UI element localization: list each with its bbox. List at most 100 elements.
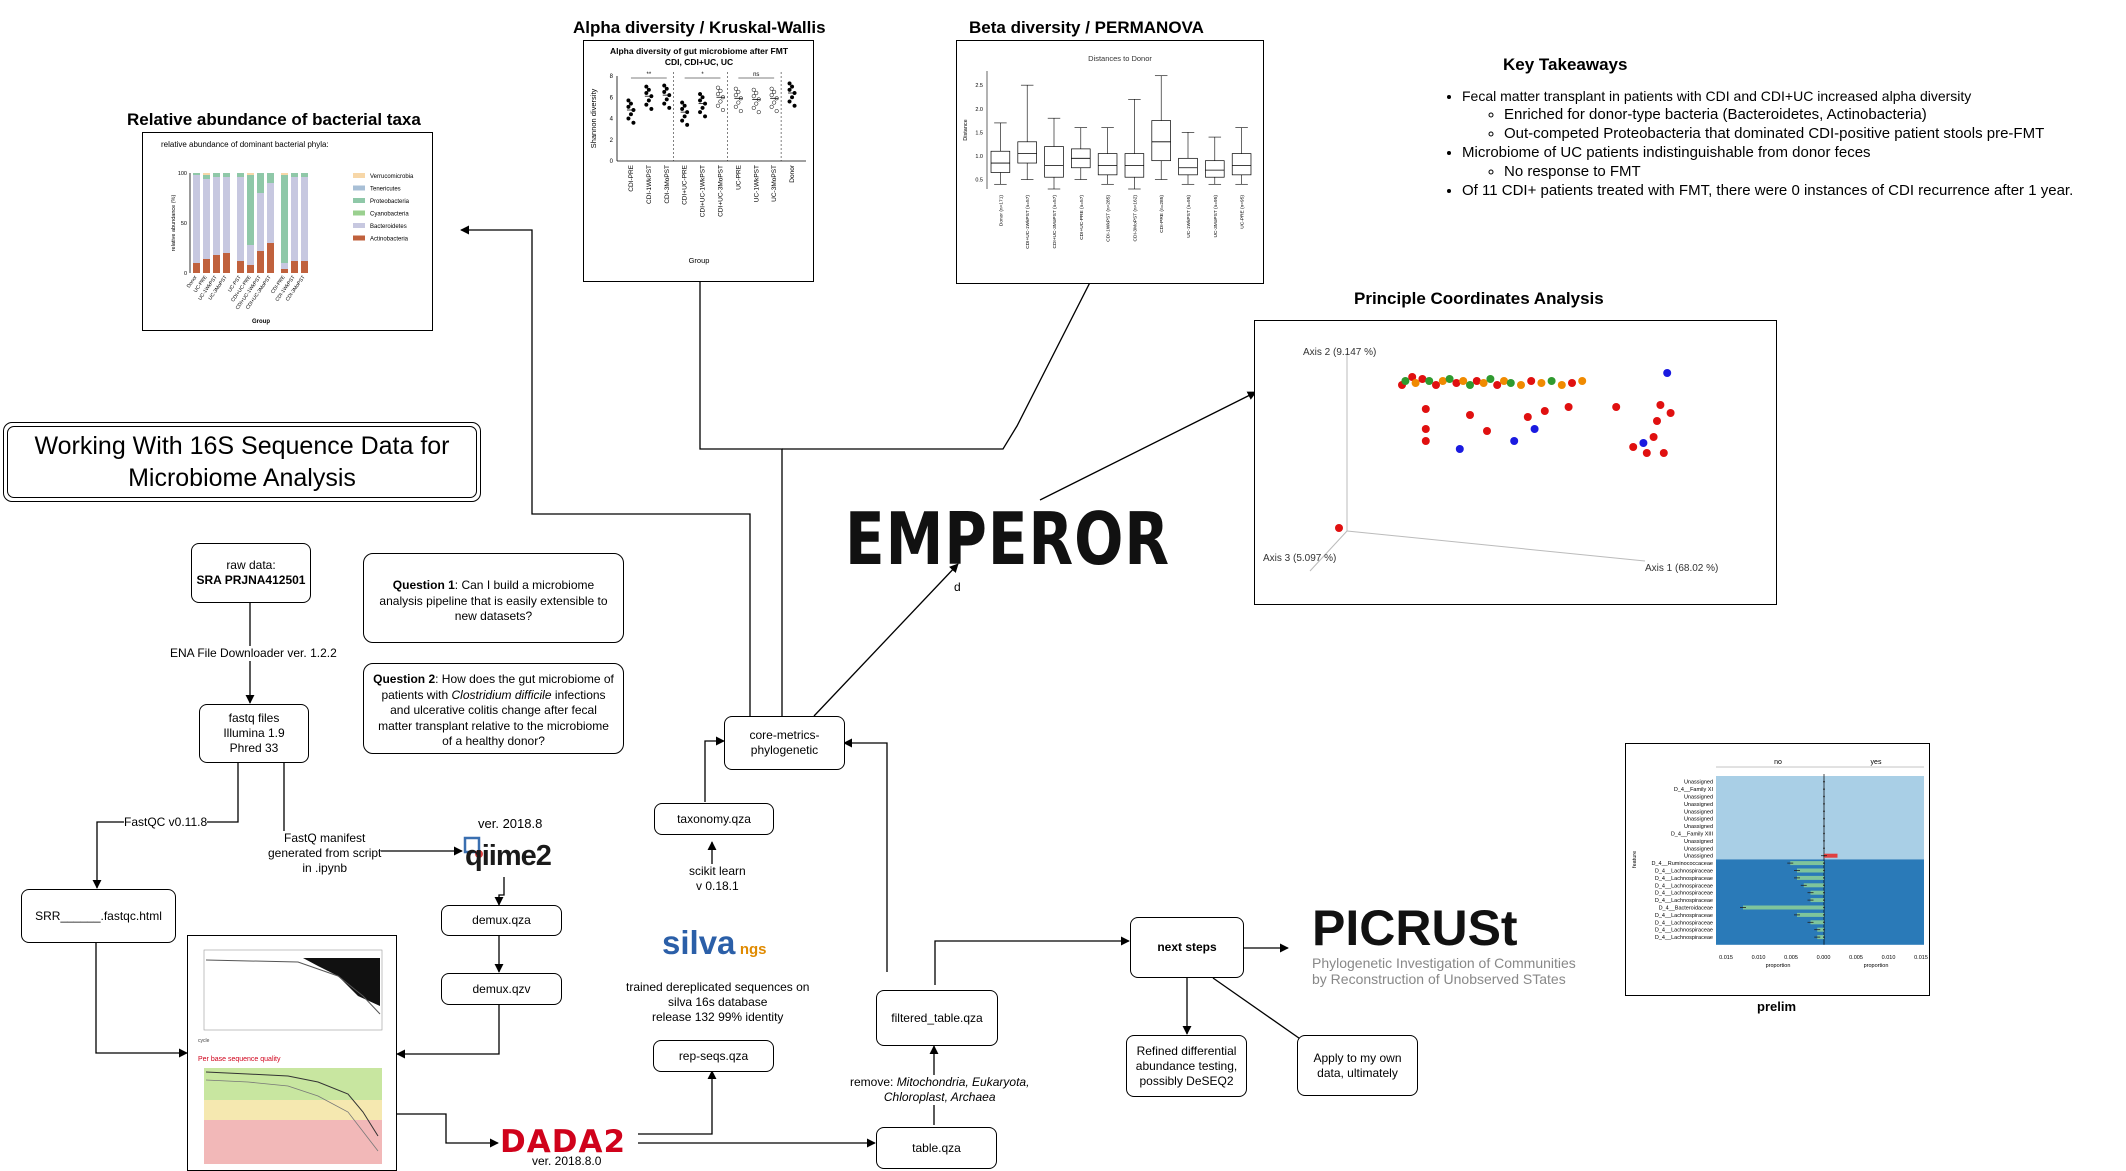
pcoa-axis2-label: Axis 2 (9.147 %) [1303, 347, 1376, 358]
alpha-ytick: 4 [610, 117, 614, 123]
prelim-point [1823, 906, 1825, 909]
pcoa-point [1438, 377, 1447, 385]
alpha-point [720, 107, 725, 113]
alpha-point [751, 94, 756, 99]
next-steps-node[interactable]: next steps [1130, 917, 1244, 978]
rel-bar-seg [267, 243, 274, 273]
raw-data-node[interactable]: raw data: SRA PRJNA412501 [191, 543, 311, 603]
demux-qza-node[interactable]: demux.qza [441, 905, 562, 936]
table-node[interactable]: table.qza [876, 1127, 997, 1169]
rep-seqs-node[interactable]: rep-seqs.qza [653, 1040, 774, 1072]
refined-node[interactable]: Refined differential abundance testing, … [1126, 1035, 1247, 1097]
svg-text:Per base sequence quality: Per base sequence quality [198, 1056, 281, 1063]
filtered-table-node[interactable]: filtered_table.qza [876, 990, 998, 1046]
prelim-bar [1810, 920, 1824, 925]
alpha-point [718, 99, 723, 104]
alpha-point [787, 87, 792, 92]
pcoa-point [1411, 379, 1420, 387]
remove-label: remove: Mitochondria, Eukaryota, Chlorop… [850, 1075, 1030, 1105]
fastq-files-node[interactable]: fastq files Illumina 1.9 Phred 33 [199, 704, 309, 763]
alpha-point [646, 98, 651, 103]
pcoa-point [1642, 449, 1651, 457]
beta-ytick: 1.5 [975, 130, 983, 136]
prelim-point [1823, 899, 1825, 901]
pcoa-point [1421, 437, 1430, 445]
pcoa-point [1612, 403, 1621, 411]
dada2-logo-text: DADA2 [500, 1124, 627, 1160]
prelim-ytick: Unassigned [1684, 846, 1713, 852]
prelim-bar [1810, 898, 1824, 903]
rel-bar-seg [267, 173, 274, 183]
alpha-point [631, 120, 636, 125]
taxonomy-node[interactable]: taxonomy.qza [654, 803, 774, 835]
rel-legend-label: Cyanobacteria [370, 212, 409, 218]
picrust-logo: PICRUSt Phylogenetic Investigation of Co… [1312, 903, 1612, 993]
prelim-point [1823, 891, 1825, 894]
prelim-xtick: 0.015 [1914, 955, 1928, 961]
pcoa-point [1517, 381, 1525, 389]
prelim-ytick: D_4__Lachnospiraceae [1655, 869, 1713, 875]
prelim-point [1823, 817, 1825, 820]
alpha-sig-label: * [701, 72, 704, 78]
prelim-ytick: D_4__Lachnospiraceae [1655, 928, 1713, 934]
prelim-bar [1810, 890, 1824, 895]
prelim-ytick: Unassigned [1684, 780, 1713, 786]
prelim-xlabel: proportion [1864, 963, 1889, 969]
alpha-point [682, 103, 687, 108]
beta-chart: Distances to Donor0.51.01.52.02.5Distanc… [963, 54, 1252, 249]
prelim-ytick: D_4__Lachnospiraceae [1655, 935, 1713, 941]
alpha-title-line2: CDI, CDI+UC, UC [665, 57, 733, 67]
prelim-bar [1797, 875, 1824, 880]
prelim-ylabel: feature [1632, 851, 1638, 868]
prelim-xtick: 0.005 [1784, 955, 1798, 961]
question-2-label: Question 2 [373, 672, 436, 686]
beta-title: Beta diversity / PERMANOVA [969, 18, 1204, 37]
alpha-point [626, 116, 631, 121]
pcoa-point [1530, 425, 1539, 433]
rel-bar-seg [213, 177, 220, 255]
question-2-text-pre: : How does the gut microbiome of patient… [381, 672, 614, 702]
qiime2-logo: qiime2 [462, 835, 562, 877]
rel-ytick: 50 [181, 221, 187, 227]
pcoa-point [1500, 377, 1508, 385]
pcoa-point [1486, 375, 1495, 383]
pcoa-point [1653, 417, 1661, 425]
alpha-point [718, 88, 723, 93]
rel-xlabel: Group [252, 319, 270, 325]
core-metrics-node[interactable]: core-metrics- phylogenetic [724, 716, 845, 770]
prelim-xtick: 0.015 [1719, 955, 1733, 961]
prelim-ytick: Unassigned [1684, 802, 1713, 808]
prelim-bar [1743, 905, 1824, 910]
alpha-point [628, 101, 634, 106]
alpha-xtick: CDI-1WkPST [646, 165, 653, 204]
qiime2-logo-mark [463, 836, 483, 858]
dada-version: ver. 2018.8.0 [532, 1154, 602, 1168]
rel-bar-seg [193, 173, 200, 175]
sklearn-l2: v 0.18.1 [695, 879, 739, 893]
prelim-ytick: Unassigned [1684, 824, 1713, 830]
question-2-box: Question 2: How does the gut microbiome … [363, 663, 624, 754]
takeaway-2-text: Microbiome of UC patients indistinguisha… [1462, 144, 1871, 161]
rel-bar-seg [203, 173, 210, 175]
alpha-point [680, 100, 685, 105]
rel-ytick: 0 [184, 271, 187, 277]
fastqc-html-node[interactable]: SRR______.fastqc.html [21, 889, 176, 943]
alpha-point [664, 97, 669, 102]
pcoa-point [1432, 381, 1440, 389]
beta-xtick: CDI+UC-1WkPST (n=57) [1025, 195, 1031, 249]
beta-xtick: UC-3MoPST (n=95) [1213, 195, 1219, 238]
apply-node[interactable]: Apply to my own data, ultimately [1297, 1035, 1418, 1096]
prelim-point [1823, 869, 1825, 872]
prelim-bar [1803, 883, 1824, 888]
pcoa-point [1455, 445, 1464, 453]
demux-qzv-node[interactable]: demux.qzv [441, 973, 562, 1005]
pcoa-point [1629, 443, 1638, 451]
beta-xtick: Donor (n=171) [998, 195, 1004, 226]
core-metrics-l1: core-metrics- [749, 728, 820, 742]
takeaway-2: Microbiome of UC patients indistinguisha… [1462, 144, 2126, 180]
alpha-point [769, 86, 774, 91]
alpha-point [733, 93, 738, 98]
edge-taxonomy-to-core [704, 736, 725, 802]
rel-bar-seg [223, 253, 230, 273]
